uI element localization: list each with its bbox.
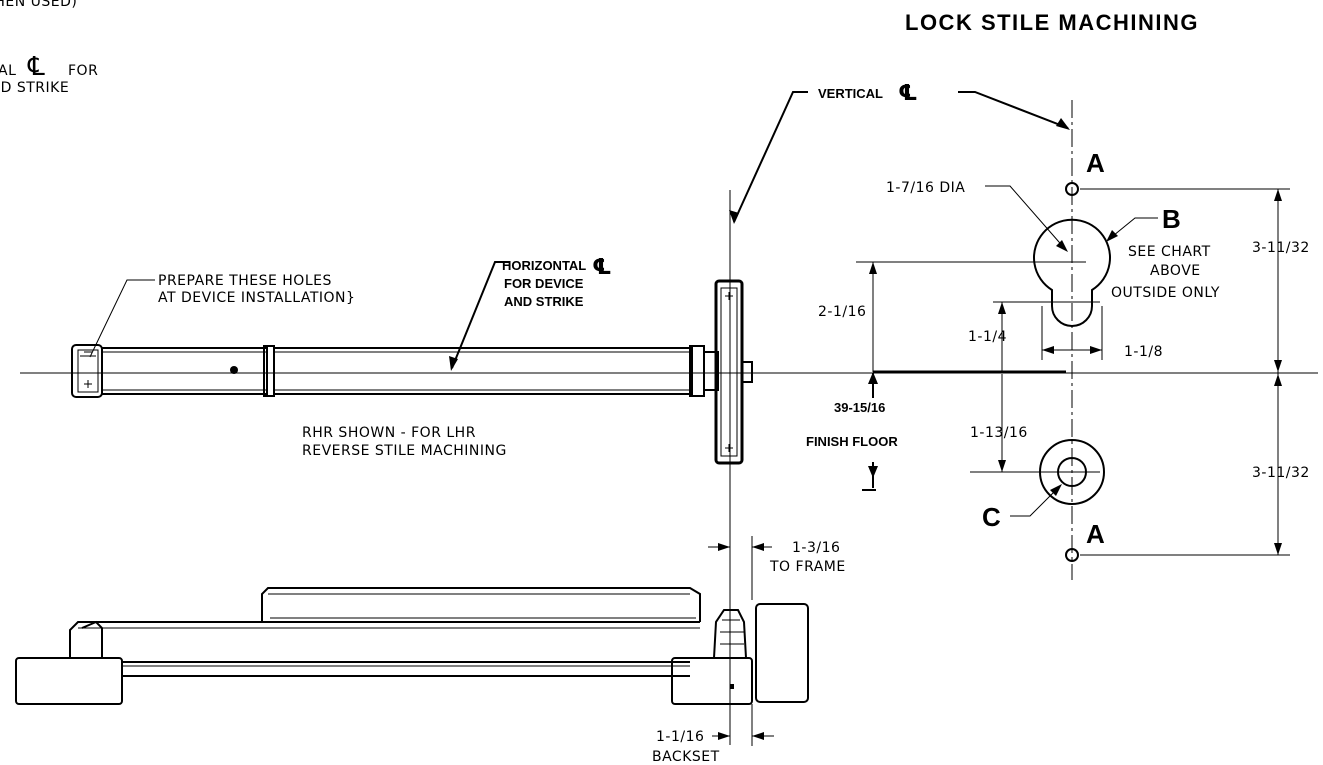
leader-arrowhead (449, 356, 458, 371)
top-left-centerline-symbol: ℄ (27, 52, 45, 82)
dim-1-13-16: 1-13/16 (970, 425, 1028, 441)
see-chart-line-1: SEE CHART (1128, 244, 1211, 260)
label-a-bottom: A (1086, 519, 1105, 549)
vertical-centerline-label: VERTICAL (818, 86, 883, 101)
backset-label: BACKSET (652, 749, 720, 765)
label-b: B (1162, 204, 1181, 234)
label-b-leader (1107, 217, 1158, 241)
horizontal-centerline-symbol: ℄ (592, 255, 612, 280)
see-chart-line-3: OUTSIDE ONLY (1111, 285, 1220, 301)
dim-3-11-32-bottom: 3-11/32 (1252, 465, 1310, 481)
dim-arrow (1274, 543, 1282, 555)
prepare-note-line-1: PREPARE THESE HOLES (158, 273, 332, 289)
dim-arrow (1274, 189, 1282, 201)
finish-floor-label: FINISH FLOOR (806, 434, 898, 449)
dim-arrow (1090, 346, 1102, 354)
height-dim-arrow (868, 372, 878, 384)
top-left-note-al: AL (0, 63, 16, 79)
dim-arrow (718, 543, 730, 551)
horizontal-centerline-for-device: FOR DEVICE (504, 276, 584, 291)
leader-arrowhead (1056, 240, 1068, 252)
dim-arrow (998, 460, 1006, 472)
dim-3-11-32-top: 3-11/32 (1252, 240, 1310, 256)
diameter-leader (985, 185, 1067, 251)
cylinder-cutout-b (1033, 218, 1111, 327)
vertical-centerline-symbol: ℄ (898, 81, 918, 106)
horizontal-centerline-leader (451, 261, 510, 369)
height-dimension-value: 39-15/16 (834, 400, 885, 415)
horizontal-centerline-label: HORIZONTAL (502, 258, 586, 273)
rhr-note-line-1: RHR SHOWN - FOR LHR (302, 425, 476, 441)
dim-arrow (998, 302, 1006, 314)
top-left-note-for: FOR (68, 63, 98, 79)
label-c-leader (1010, 485, 1061, 517)
leader-arrowhead (1056, 118, 1070, 130)
dim-arrow (752, 732, 764, 740)
label-a-top: A (1086, 148, 1105, 178)
see-chart-line-2: ABOVE (1150, 263, 1201, 279)
rhr-note-line-2: REVERSE STILE MACHINING (302, 443, 507, 459)
leader-arrowhead (729, 210, 739, 224)
hole-a-bottom (1065, 548, 1079, 562)
horizontal-centerline-and-strike: AND STRIKE (504, 294, 584, 309)
dim-arrow (1274, 374, 1282, 386)
top-left-note-when-used: WHEN USED) (0, 0, 77, 10)
dim-arrow (752, 543, 764, 551)
leader-arrowhead (1050, 484, 1062, 496)
top-left-note-strike: ID STRIKE (0, 80, 69, 96)
dim-arrow (1042, 346, 1054, 354)
dim-arrow (869, 262, 877, 274)
prepare-note-leader (89, 279, 155, 358)
prepare-note-line-2: AT DEVICE INSTALLATION} (158, 290, 355, 306)
label-c: C (982, 502, 1001, 532)
vertical-centerline-leader-right (958, 91, 1069, 129)
drawing-title: LOCK STILE MACHINING (905, 10, 1199, 35)
exit-device-plan-view (15, 587, 809, 705)
dim-2-1-16: 2-1/16 (818, 304, 866, 320)
vertical-centerline-leader-left (733, 91, 808, 223)
exit-device-elevation (71, 279, 753, 465)
dim-arrow (1274, 360, 1282, 372)
dim-1-1-4: 1-1/4 (968, 329, 1007, 345)
hole-a-top (1065, 182, 1079, 196)
dim-arrow (718, 732, 730, 740)
cutout-diameter-note: 1-7/16 DIA (886, 180, 965, 196)
height-dim-arrow (868, 466, 878, 478)
dim-1-3-16: 1-3/16 (792, 540, 840, 556)
dim-1-1-8: 1-1/8 (1124, 344, 1163, 360)
dim-1-1-16: 1-1/16 (656, 729, 704, 745)
to-frame-label: TO FRAME (769, 559, 846, 575)
leader-arrowhead (1106, 230, 1118, 242)
